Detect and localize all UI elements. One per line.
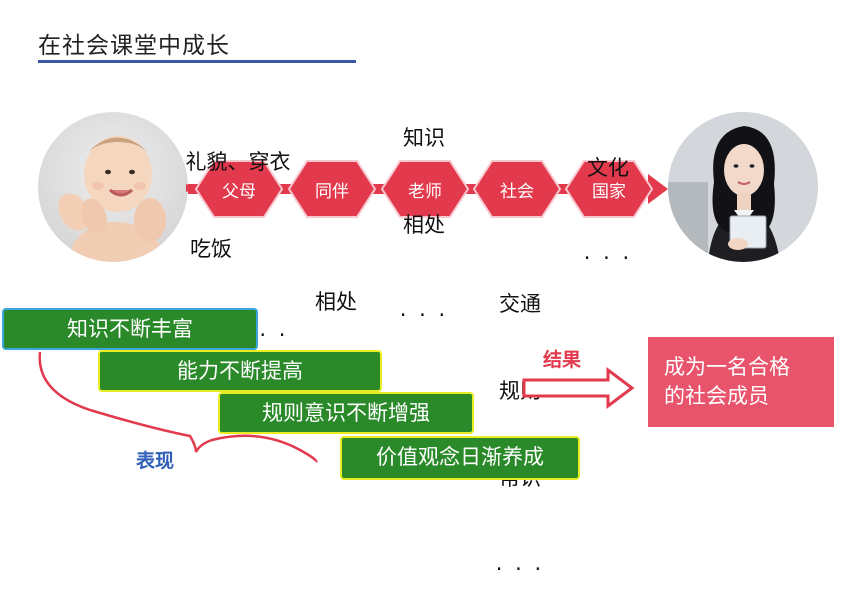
- note-parents: 礼貌、穿衣 吃饭 . . .: [174, 90, 302, 365]
- note-country-line1: 文化: [587, 156, 629, 180]
- note-parents-line1: 礼貌、穿衣: [185, 150, 291, 174]
- hex-label-parents: 父母: [222, 182, 256, 202]
- result-label: 结果: [543, 349, 582, 371]
- manifestation-values: 价值观念日渐养成: [340, 436, 580, 480]
- result-box: 成为一名合格 的社会成员: [648, 337, 834, 427]
- note-peers-line1: 相处: [315, 290, 357, 314]
- note-teacher-line2: 相处: [403, 213, 445, 237]
- hex-label-country: 国家: [592, 182, 626, 202]
- manifestation-knowledge: 知识不断丰富: [2, 308, 258, 350]
- show-label: 表现: [136, 450, 175, 472]
- note-society-line1: 交通: [499, 292, 541, 316]
- hex-peers: [287, 160, 377, 218]
- manifestation-ability: 能力不断提高: [98, 350, 382, 392]
- note-teacher-line1: 知识: [403, 126, 445, 150]
- note-country-dots: . . .: [583, 240, 633, 264]
- result-box-line2: 的社会成员: [664, 384, 769, 408]
- note-teacher: 知识 相处 . . .: [394, 66, 454, 349]
- result-arrow-icon: [522, 367, 635, 409]
- chain-arrow-head: [648, 174, 668, 204]
- manifestation-rules: 规则意识不断增强: [218, 392, 474, 434]
- hex-label-teacher: 老师: [408, 182, 442, 202]
- note-parents-line2: 吃饭: [190, 237, 232, 261]
- hex-society: [472, 160, 562, 218]
- hex-parents: [194, 160, 284, 218]
- hex-label-society: 社会: [500, 182, 534, 202]
- growth-chain: [186, 160, 668, 218]
- woman-photo: [668, 112, 818, 262]
- baby-photo: [38, 112, 188, 262]
- title-underline: [38, 60, 356, 63]
- hex-teacher: [380, 160, 470, 218]
- result-box-line1: 成为一名合格: [664, 355, 790, 379]
- brace-curve: [38, 351, 318, 463]
- note-teacher-dots: . . .: [399, 297, 449, 321]
- page-title: 在社会课堂中成长: [38, 33, 230, 59]
- note-society-dots: . . .: [495, 551, 545, 575]
- hex-label-peers: 同伴: [315, 182, 349, 202]
- note-country: 文化 . . .: [578, 96, 638, 292]
- hex-country: [564, 160, 654, 218]
